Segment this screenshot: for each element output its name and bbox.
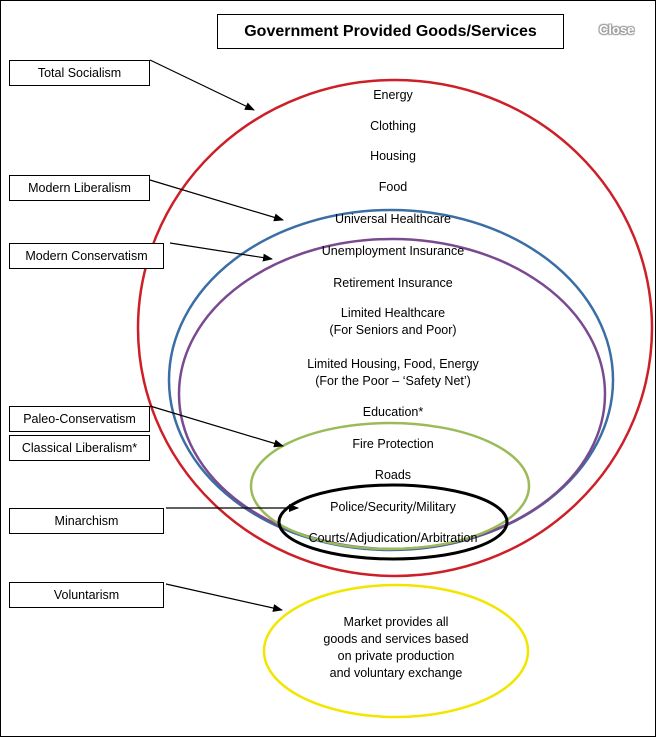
paleo-conservatism-ellipse: [249, 421, 531, 551]
service-limited-housing: Limited Housing, Food, Energy: [307, 357, 479, 371]
service-roads: Roads: [374, 468, 412, 482]
page-title: Government Provided Goods/Services: [217, 14, 564, 49]
voluntarism-text-line-4: and voluntary exchange: [329, 666, 463, 680]
voluntarism-ellipse: [262, 583, 530, 719]
service-energy: Energy: [373, 88, 413, 102]
service-police: Police/Security/Military: [330, 500, 456, 514]
label-minarchism: Minarchism: [9, 508, 164, 534]
arrow-voluntarism: [165, 583, 283, 612]
service-limited-healthcare-note: (For Seniors and Poor): [329, 323, 457, 337]
total-socialism-ellipse: [136, 78, 654, 578]
voluntarism-text-line-2: goods and services based: [323, 632, 469, 646]
arrow-modern-conservatism: [169, 242, 273, 262]
arrow-modern-liberalism: [149, 179, 284, 222]
arrow-total-socialism: [149, 59, 255, 111]
close-button[interactable]: Close: [599, 22, 635, 37]
label-voluntarism: Voluntarism: [9, 582, 164, 608]
voluntarism-text-line-1: Market provides all: [343, 615, 449, 629]
service-unemployment-insurance: Unemployment Insurance: [321, 244, 465, 258]
service-fire-protection: Fire Protection: [352, 437, 434, 451]
minarchism-ellipse: [277, 483, 509, 561]
service-courts: Courts/Adjudication/Arbitration: [308, 531, 478, 545]
arrow-paleo-conservatism: [149, 405, 284, 448]
service-clothing: Clothing: [370, 119, 416, 133]
service-education: Education*: [362, 405, 424, 419]
label-paleo-conservatism: Paleo-Conservatism: [9, 406, 150, 432]
service-retirement-insurance: Retirement Insurance: [333, 276, 453, 290]
label-modern-liberalism: Modern Liberalism: [9, 175, 150, 201]
voluntarism-text-line-3: on private production: [337, 649, 455, 663]
label-total-socialism: Total Socialism: [9, 60, 150, 86]
label-classical-liberalism: Classical Liberalism*: [9, 435, 150, 461]
service-limited-healthcare: Limited Healthcare: [340, 306, 446, 320]
label-modern-conservatism: Modern Conservatism: [9, 243, 164, 269]
service-food: Food: [378, 180, 408, 194]
service-limited-housing-note: (For the Poor – ‘Safety Net’): [315, 374, 471, 388]
service-universal-healthcare: Universal Healthcare: [334, 212, 452, 226]
service-housing: Housing: [370, 149, 416, 163]
